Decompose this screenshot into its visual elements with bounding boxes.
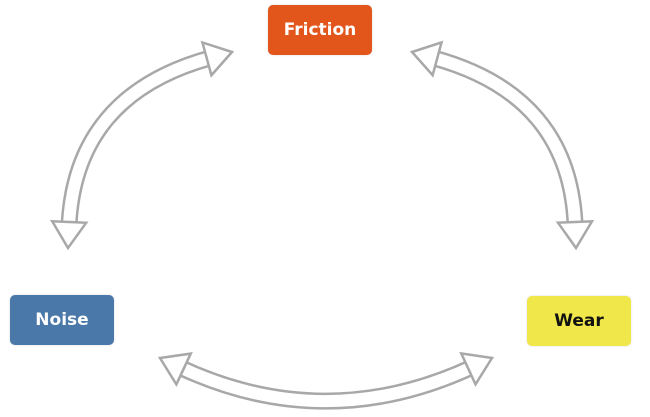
friction-label: Friction (283, 20, 357, 40)
noise-wear-arrow-head-start (157, 352, 193, 388)
friction-node: Friction (268, 5, 372, 55)
noise-wear-arrow-head-end (459, 351, 495, 387)
noise-node: Noise (10, 295, 114, 345)
wear-label: Wear (554, 311, 604, 331)
friction-wear-arrow-shaft (431, 51, 582, 227)
noise-label: Noise (35, 310, 89, 330)
noise-wear-arrow-shaft (177, 361, 475, 408)
friction-noise-arrow-head-start (200, 40, 235, 78)
friction-noise-arrow-head-end (49, 219, 89, 251)
friction-wear-arrow-head-start (409, 40, 444, 78)
wear-node: Wear (527, 296, 631, 346)
friction-wear-arrow-head-end (555, 220, 595, 251)
friction-noise-arrow-shaft (63, 52, 213, 227)
